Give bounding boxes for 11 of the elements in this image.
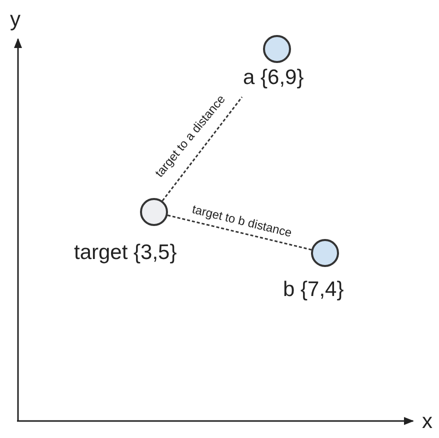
point-label: b {7,4} [283,278,344,302]
dashed-line [162,96,243,202]
point-label: a {6,9} [243,66,304,90]
point-circle [311,239,339,267]
point-circle [140,198,168,226]
point-label: target {3,5} [74,241,177,265]
axis-label: y [10,8,20,32]
point-circle [263,35,291,63]
axis-label: x [422,410,432,434]
dashed-line [167,214,312,250]
edge-label: target to b distance [190,202,294,240]
